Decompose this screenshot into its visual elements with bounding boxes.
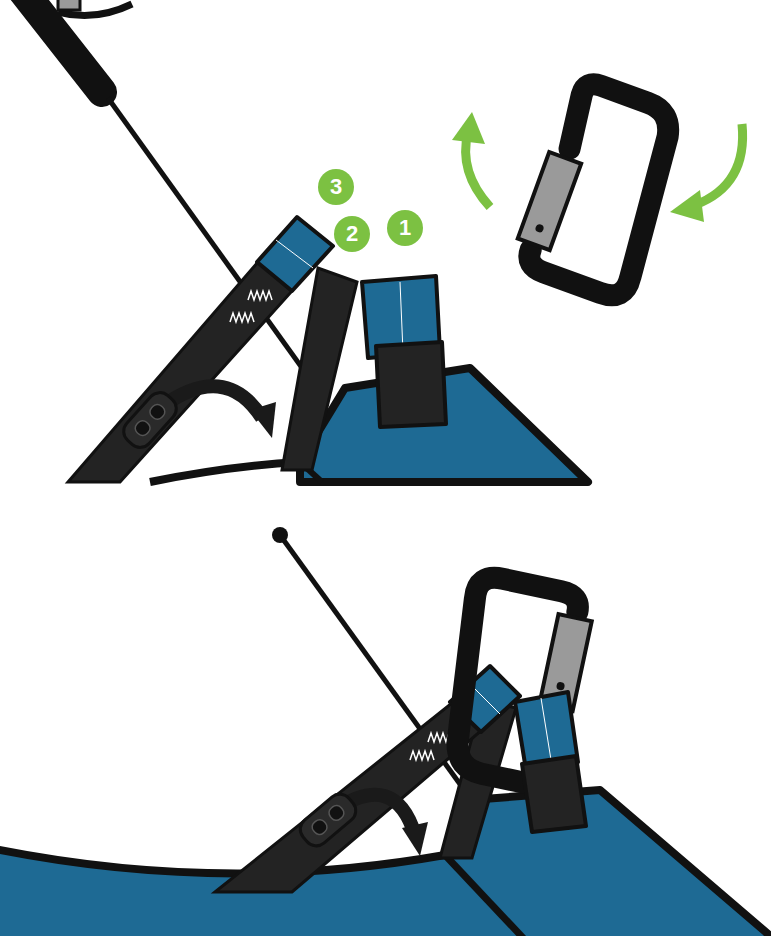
buckle [119,388,181,453]
callout-circle-shape [334,216,370,252]
main-strap [215,703,482,892]
tag-seam [276,240,313,268]
top-panel [22,0,743,482]
callout-number-text: 1 [387,210,423,246]
strap-tail-tip [402,822,428,856]
stitching [230,313,254,322]
arrow-head [452,112,485,144]
rotate-arrow [466,132,490,207]
strap-tail-tip [250,402,276,438]
callout-number: 2 [334,216,370,252]
fabric-seam [445,855,525,936]
fabric-edge [150,462,300,482]
callout-number-text: 3 [318,169,354,205]
cord-end [272,527,288,543]
bottom-panel [0,527,771,936]
arrow-head [670,190,704,222]
loop-webbing [522,756,586,832]
webbing-strap [282,268,357,470]
callout-number: 3 [318,169,354,205]
rotate-arrow [695,124,743,205]
loop-webbing [376,342,446,427]
callout-circle-shape [318,169,354,205]
callout-circle-shape [387,210,423,246]
gate-piece [58,0,80,10]
tag-seam [541,698,552,766]
strap-tag [257,217,333,291]
buckle [295,789,360,851]
callout-number: 1 [387,210,423,246]
stitching [248,291,272,300]
carabiner [510,77,689,301]
callout-number-text: 2 [334,216,370,252]
stitching [410,751,434,760]
main-strap [68,262,292,482]
handle-bar [22,0,102,92]
tag-seam [400,282,403,352]
